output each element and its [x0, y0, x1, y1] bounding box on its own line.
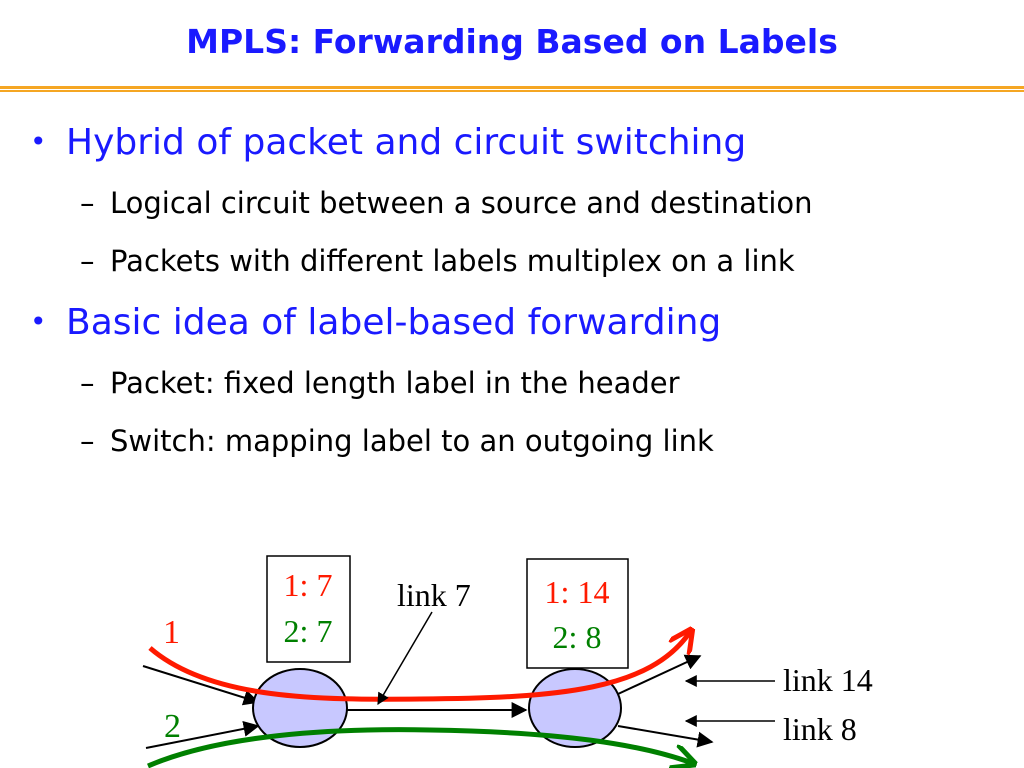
flow-1-label: 1	[163, 614, 180, 651]
dash: –	[80, 424, 95, 458]
link-8-label: link 8	[783, 711, 857, 747]
label-table-left	[266, 555, 351, 663]
flow-2-path	[147, 727, 692, 768]
input-line-bottom	[145, 720, 260, 749]
title-rule	[0, 86, 1024, 92]
flow-2-label: 2	[164, 708, 181, 745]
input-line-top	[142, 665, 260, 706]
label-table-left-row1: 1: 7	[284, 567, 333, 603]
mpls-diagram: 1: 7 2: 7 1: 14 2: 8 1 2 link 7 link 14 …	[142, 555, 873, 768]
label-table-right-row1: 1: 14	[545, 574, 610, 610]
switch-right	[528, 668, 622, 748]
sub-bullet-1-2: –Packets with different labels multiplex…	[80, 244, 795, 278]
sub-bullet-2-1: –Packet: fixed length label in the heade…	[80, 366, 680, 400]
sub-bullet-2-2: –Switch: mapping label to an outgoing li…	[80, 424, 714, 458]
sub-bullet-1-1: –Logical circuit between a source and de…	[80, 186, 813, 220]
output-line-bottom	[617, 725, 714, 748]
bullet-2: • Basic idea of label-based forwarding	[30, 302, 721, 343]
label-table-left-row2: 2: 7	[284, 613, 333, 649]
sub-bullet-text: Packets with different labels multiplex …	[110, 244, 795, 278]
dash: –	[80, 366, 95, 400]
sub-bullet-text: Packet: fixed length label in the header	[110, 366, 680, 400]
label-table-right-row2: 2: 8	[553, 619, 602, 655]
label-table-right	[526, 558, 629, 669]
sub-bullet-text: Switch: mapping label to an outgoing lin…	[110, 424, 714, 458]
bullet-1-text: Hybrid of packet and circuit switching	[66, 122, 747, 163]
sub-bullet-text: Logical circuit between a source and des…	[110, 186, 813, 220]
bullet-2-text: Basic idea of label-based forwarding	[66, 302, 722, 343]
slide-title: MPLS: Forwarding Based on Labels	[186, 22, 838, 61]
output-line-top	[617, 654, 702, 695]
bullet-dot: •	[30, 305, 47, 338]
dash: –	[80, 186, 95, 220]
dash: –	[80, 244, 95, 278]
flow-1-path	[148, 632, 690, 702]
link-7-pointer	[377, 611, 433, 706]
link-14-label: link 14	[783, 662, 873, 698]
switch-left	[252, 668, 348, 748]
link-7-label: link 7	[397, 577, 471, 613]
bullet-1: • Hybrid of packet and circuit switching	[30, 122, 746, 163]
bullet-dot: •	[30, 125, 47, 158]
